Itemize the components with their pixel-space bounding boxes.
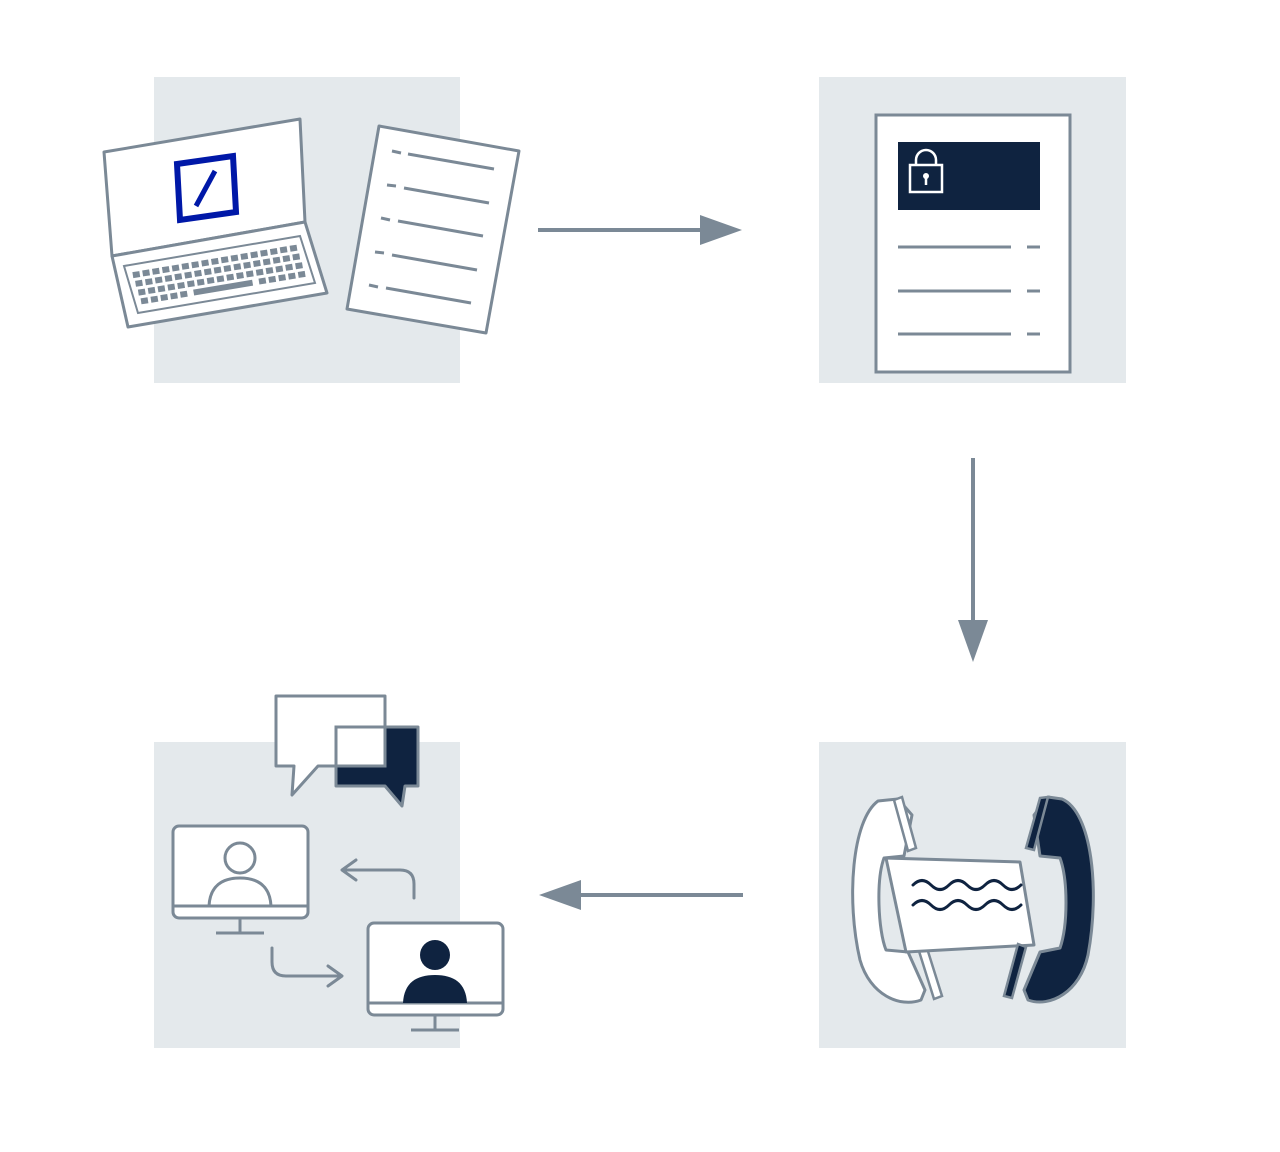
keyboard-key <box>157 285 166 293</box>
keyboard-key <box>164 274 173 282</box>
keyboard-key <box>147 286 156 294</box>
laptop-icon <box>102 117 329 329</box>
keyboard-key <box>265 267 274 275</box>
keyboard-key <box>230 254 239 262</box>
keyboard-key <box>252 259 261 268</box>
arrow-down <box>958 458 988 662</box>
chat-bubbles-icon <box>274 694 420 808</box>
arrow-left <box>539 880 743 910</box>
keyboard-key <box>170 292 178 300</box>
keyboard-key <box>184 271 193 279</box>
keyboard-key <box>245 270 254 278</box>
keyboard-key <box>260 249 268 257</box>
keyboard-key <box>223 264 232 273</box>
handset-right-icon <box>1002 795 1095 1004</box>
keyboard-key <box>167 283 176 291</box>
keyboard-key <box>279 246 288 254</box>
keyboard-key <box>210 257 219 265</box>
keyboard-key <box>142 269 151 277</box>
keyboard-key <box>262 258 271 266</box>
keyboard-key <box>206 276 215 285</box>
keyboard-key <box>135 279 143 287</box>
keyboard-key <box>269 247 278 256</box>
phone-handsets-icon <box>851 795 1095 1004</box>
keyboard-key <box>161 266 170 274</box>
keyboard-key <box>171 264 180 272</box>
keyboard-key <box>177 281 186 290</box>
padlock-icon <box>908 148 944 194</box>
keyboard-key <box>282 255 291 263</box>
keyboard-key <box>216 275 225 283</box>
exchange-arrows-icon <box>270 858 416 988</box>
keyboard-key <box>194 269 202 277</box>
keyboard-key <box>201 259 210 267</box>
keyboard-key <box>285 263 294 271</box>
keyboard-key <box>275 265 284 273</box>
keyboard-key <box>140 297 149 305</box>
keyboard-key <box>292 253 301 261</box>
panel-phone-call <box>819 742 1126 1048</box>
panel-video-chat <box>154 694 505 1048</box>
keyboard-key <box>240 252 249 260</box>
monitor-person-outline-icon <box>171 824 310 935</box>
keyboard-key <box>220 256 229 264</box>
document-icon <box>345 124 521 335</box>
keyboard-key <box>289 244 298 252</box>
keyboard-key <box>258 277 267 285</box>
keyboard-key <box>233 263 242 271</box>
keyboard-key <box>144 278 153 286</box>
keyboard-key <box>174 273 183 281</box>
keyboard-key <box>278 274 287 282</box>
keyboard-key <box>181 262 190 270</box>
keyboard-key <box>137 288 146 296</box>
keyboard-key <box>297 270 306 278</box>
locked-document-icon <box>874 113 1072 374</box>
keyboard-key <box>295 262 303 270</box>
panel-locked-document <box>819 77 1126 383</box>
keyboard-key <box>196 278 205 286</box>
bank-logo-icon <box>173 152 240 224</box>
keyboard-key <box>151 267 160 275</box>
keyboard-key <box>179 290 188 298</box>
keyboard-key <box>226 273 235 281</box>
keyboard-key <box>186 280 195 288</box>
keyboard-key <box>255 268 264 276</box>
keyboard-key <box>191 261 200 269</box>
arrow-right <box>538 215 742 245</box>
keyboard-spacebar <box>193 279 254 296</box>
keyboard-key <box>160 293 169 302</box>
handset-left-icon <box>851 795 944 1004</box>
keyboard-key <box>243 261 252 269</box>
keyboard-key <box>287 272 296 280</box>
keyboard-key <box>272 256 281 264</box>
keyboard-key <box>250 251 259 259</box>
keyboard-key <box>150 295 159 303</box>
keyboard-key <box>132 271 141 279</box>
keyboard-key <box>236 272 244 280</box>
monitor-person-filled-icon <box>366 921 505 1032</box>
keyboard-key <box>213 266 222 274</box>
panel-laptop-document <box>102 77 521 383</box>
keyboard-key <box>154 276 163 284</box>
keyboard-key <box>203 268 212 276</box>
keyboard-key <box>268 275 277 283</box>
